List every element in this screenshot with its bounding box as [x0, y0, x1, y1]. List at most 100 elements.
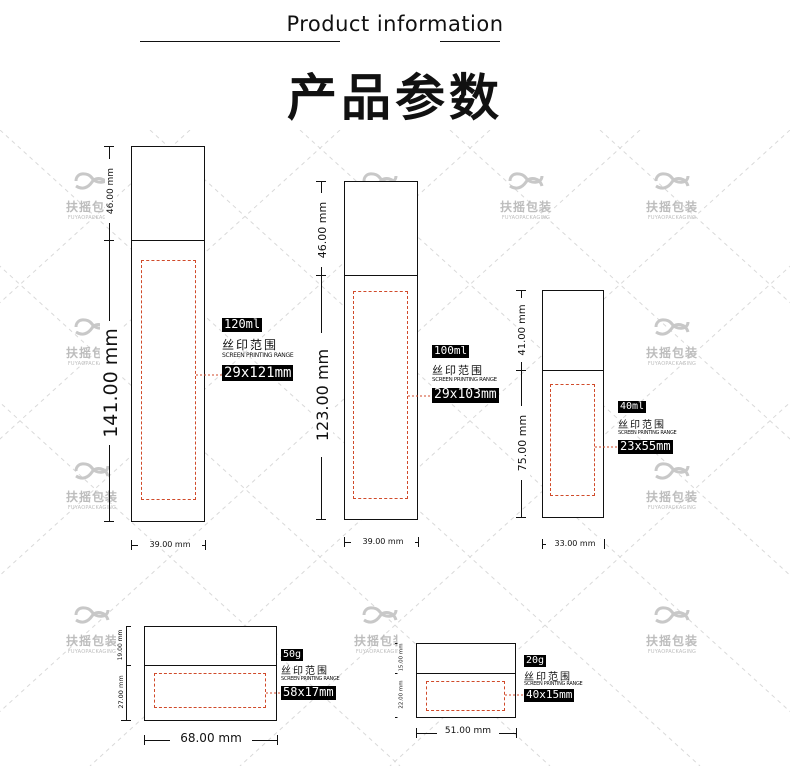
watermark-brand-zh: 扶摇包装 [645, 490, 698, 504]
watermark-brand-en: FUYAOPACKAGING [501, 215, 551, 221]
jar-20g-body-height: 22.00 mm [397, 670, 407, 719]
dim-tick [416, 728, 417, 738]
fuyao-logo-icon [654, 318, 690, 336]
jar-50g-print-size: 58x17mm [281, 685, 336, 700]
watermark: 扶摇包装 FUYAOPACKAGING [632, 602, 712, 655]
dim-tick [316, 181, 326, 182]
fuyao-logo-icon [74, 462, 110, 480]
dim-tick [121, 626, 131, 627]
dim-tick [104, 521, 114, 522]
watermark: 扶摇包装 FUYAOPACKAGING [632, 168, 712, 221]
dim-tick [316, 519, 326, 520]
jar-20g-print-label-zh: 丝印范围 [524, 672, 572, 683]
watermark-brand-en: FUYAOPACKAGING [67, 505, 117, 511]
jar-20g-capacity: 20g [524, 655, 547, 667]
jar-50g-lid [144, 626, 277, 666]
bottle-100ml-cap-height: 46.00 mm [316, 193, 330, 267]
dim-tick [344, 537, 345, 547]
watermark-brand-en: FUYAOPACKAGING [647, 649, 697, 655]
watermark: 扶摇包装 FUYAOPACKAGING [632, 458, 712, 511]
bottle-100ml-print-area [353, 291, 408, 499]
bottle-40ml-cap-height: 41.00 mm [517, 298, 529, 362]
bottle-100ml-print-label-en: SCREEN PRINTING RANGE [432, 377, 497, 383]
watermark-brand-zh: 扶摇包装 [353, 634, 406, 648]
bottle-40ml-body [542, 370, 604, 518]
watermark: 扶摇包装 FUYAOPACKAGING [52, 602, 132, 655]
jar-50g-body-height: 27.00 mm [116, 665, 126, 719]
bottle-120ml-width: 39.00 mm [138, 540, 202, 549]
dim-tick [104, 146, 114, 147]
jar-20g-print-label-en: SCREEN PRINTING RANGE [524, 681, 583, 687]
dim-tick [316, 275, 326, 276]
dim-tick [542, 539, 543, 549]
bottle-120ml-print-label-zh: 丝印范围 [222, 338, 279, 352]
jar-50g-lid-height: 19.00 mm [116, 619, 126, 671]
bottle-40ml-print-label-zh: 丝印范围 [618, 420, 666, 431]
bottle-120ml-print-label-en: SCREEN PRINTING RANGE [222, 352, 294, 359]
title-underline-right [440, 41, 500, 42]
watermark: 扶摇包装 FUYAOPACKAGING [340, 602, 420, 655]
jar-50g-capacity: 50g [281, 649, 304, 661]
section-title-en: Product information [286, 12, 504, 36]
bottle-100ml-width: 39.00 mm [351, 537, 415, 546]
fuyao-logo-icon [654, 606, 690, 624]
bottle-100ml-cap [344, 181, 418, 276]
watermark-brand-en: FUYAOPACKAGING [67, 361, 117, 367]
dim-tick [121, 720, 131, 721]
jar-20g-print-area [426, 681, 505, 711]
watermark-brand-zh: 扶摇包装 [65, 200, 118, 214]
dim-tick [516, 517, 526, 518]
title-underline-left [140, 41, 340, 42]
jar-50g-print-label-en: SCREEN PRINTING RANGE [281, 676, 340, 682]
watermark: 扶摇包装 FUYAOPACKAGING [52, 168, 132, 221]
bottle-40ml-body-height: 75.00 mm [516, 406, 530, 480]
dim-tick [516, 370, 526, 371]
watermark-brand-zh: 扶摇包装 [645, 346, 698, 360]
watermark: 扶摇包装 FUYAOPACKAGING [52, 458, 132, 511]
jar-50g-print-label-zh: 丝印范围 [281, 666, 329, 677]
bottle-120ml-print-size: 29x121mm [222, 365, 294, 382]
bottle-120ml-cap [131, 146, 205, 241]
watermark: 扶摇包装 FUYAOPACKAGING [486, 168, 566, 221]
watermark-brand-en: FUYAOPACKAGING [647, 361, 697, 367]
fuyao-logo-icon [508, 172, 544, 190]
watermark-brand-zh: 扶摇包装 [645, 200, 698, 214]
jar-50g-print-area [154, 673, 266, 708]
bottle-40ml-print-size: 23x55mm [618, 439, 673, 454]
watermark-brand-en: FUYAOPACKAGING [67, 649, 117, 655]
fuyao-logo-icon [74, 606, 110, 624]
jar-20g-width: 51.00 mm [437, 726, 499, 736]
bottle-120ml-body [131, 240, 205, 522]
watermark-brand-zh: 扶摇包装 [645, 634, 698, 648]
bottle-100ml-print-size: 29x103mm [432, 387, 499, 403]
bottle-40ml-width: 33.00 mm [546, 539, 604, 548]
dim-tick [516, 728, 517, 738]
dim-tick [418, 537, 419, 547]
jar-20g-print-size: 40x15mm [524, 688, 575, 702]
dim-tick [516, 290, 526, 291]
bottle-120ml-print-area [141, 260, 196, 500]
dim-tick [104, 240, 114, 241]
jar-50g-body [144, 665, 277, 721]
bottle-100ml-capacity: 100ml [432, 344, 470, 358]
watermark-brand-en: FUYAOPACKAGING [647, 215, 697, 221]
bottle-120ml-capacity: 120ml [222, 317, 263, 332]
watermark-brand-zh: 扶摇包装 [65, 634, 118, 648]
dim-tick [277, 735, 278, 745]
watermark-brand-zh: 扶摇包装 [65, 490, 118, 504]
bottle-40ml-height-line [521, 290, 522, 518]
dim-tick [604, 539, 605, 549]
dim-tick [121, 665, 131, 666]
watermark-brand-zh: 扶摇包装 [499, 200, 552, 214]
dim-tick [131, 540, 132, 550]
fuyao-logo-icon [654, 172, 690, 190]
section-title-zh: 产品参数 [287, 69, 503, 127]
fuyao-logo-icon [654, 462, 690, 480]
jar-20g-lid [416, 643, 516, 674]
jar-50g-width: 68.00 mm [170, 731, 252, 745]
watermark-brand-en: FUYAOPACKAGING [647, 505, 697, 511]
bottle-120ml-cap-height: 46.00 mm [105, 159, 117, 223]
watermark: 扶摇包装 FUYAOPACKAGING [632, 314, 712, 367]
bottle-100ml-body [344, 275, 418, 520]
bottle-100ml-body-height: 123.00 mm [313, 333, 333, 457]
